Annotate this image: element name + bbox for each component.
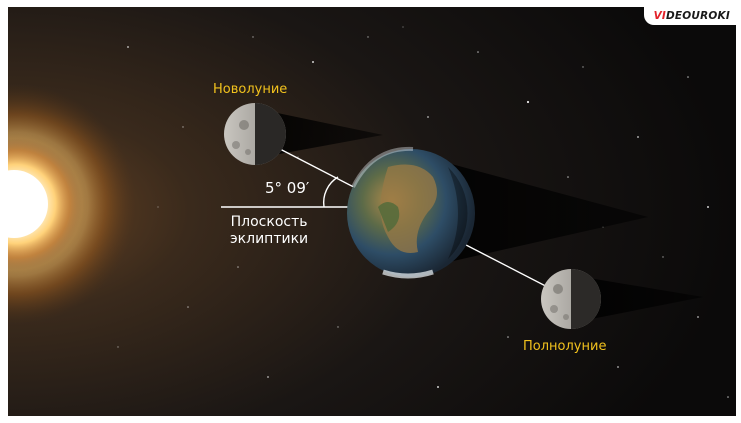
moon-icon: [541, 269, 601, 329]
logo-accent: VI: [653, 10, 666, 22]
logo-rest: DEOUROKI: [666, 10, 730, 22]
ecliptic-plane-label: Плоскость эклиптики: [230, 214, 308, 248]
ecliptic-plane-label-line1: Плоскость: [230, 214, 308, 230]
angle-arc: [322, 176, 339, 208]
full-moon-label: Полнолуние: [523, 339, 607, 354]
diagram-scene: Новолуние Полнолуние 5° 09′ Плоскость эк…: [8, 7, 736, 416]
new-moon-label: Новолуние: [213, 82, 288, 97]
videouroki-logo: VIDEOUROKI: [643, 7, 736, 25]
stars: [117, 26, 729, 398]
earth-shadow: [418, 155, 648, 269]
new-moon-shadow: [263, 110, 383, 157]
moon-icon: [224, 103, 286, 165]
sun-icon: [8, 84, 136, 324]
ecliptic-plane-label-line2: эклиптики: [230, 231, 309, 247]
full-moon-shadow: [571, 275, 703, 323]
earth-icon: [347, 146, 475, 279]
space-illustration: [8, 7, 736, 416]
angle-label: 5° 09′: [265, 179, 310, 197]
